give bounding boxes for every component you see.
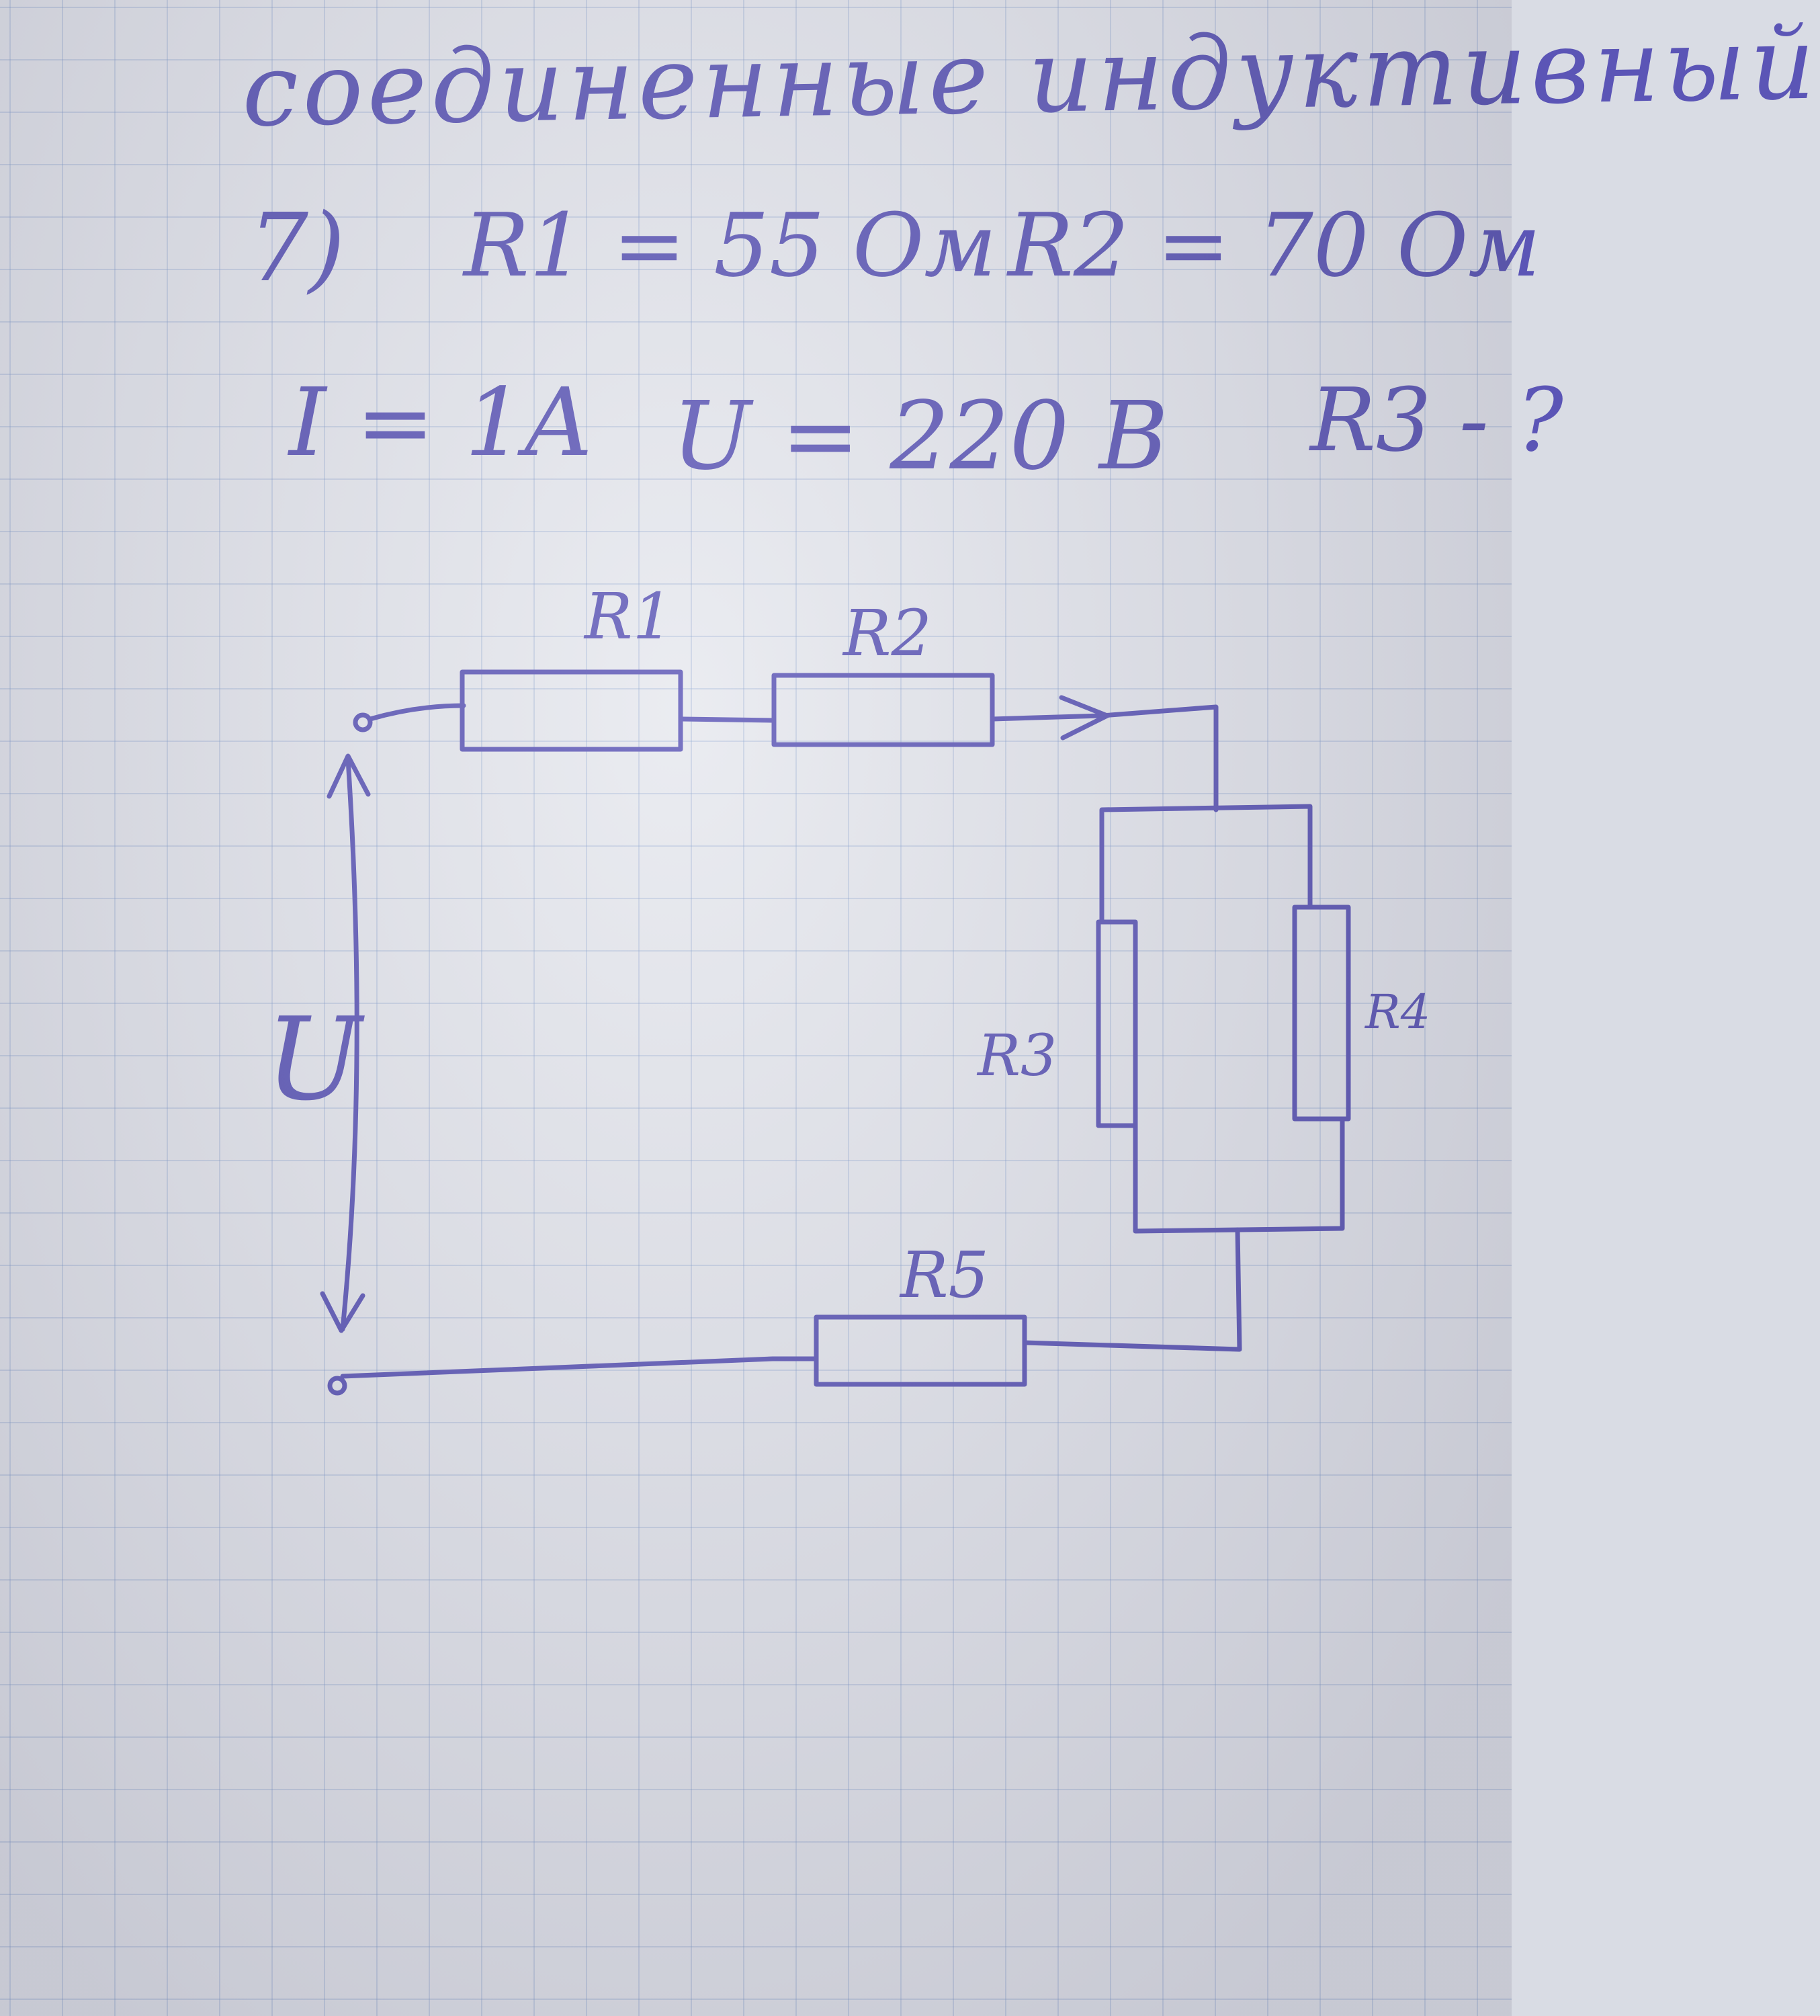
wire-r1-r2 [678,716,775,723]
given-r1: R1 = 55 Ом [464,194,997,296]
voltage-arrow-head-top [327,753,371,799]
current-arrow [1059,695,1110,741]
wire-terminal-r1 [367,703,466,722]
label-r1: R1 [583,580,673,654]
label-r5: R5 [899,1238,989,1312]
problem-number: 7) [249,194,345,303]
given-voltage: U = 220 В [672,382,1168,491]
terminal-bottom [327,1376,347,1396]
wire-parallel-top [1099,804,1313,925]
voltage-arrow-line [340,757,359,1332]
circuit-diagram: R1 R2 R3 R4 R5 U [265,580,1430,1396]
resistor-r5 [814,1314,1027,1387]
unknown-r3: R3 - ? [1310,369,1563,471]
given-r2: R2 = 70 Ом [1008,194,1541,296]
notebook-page [0,0,1512,2016]
given-current: I = 1A [289,368,593,478]
resistor-r3 [1096,919,1138,1128]
wire-node-r5 [1022,1227,1242,1352]
resistor-r1 [460,669,683,752]
voltage-arrow-head-bottom [320,1291,365,1333]
label-u: U [265,993,365,1126]
label-r4: R4 [1364,984,1430,1040]
wire-r5-terminal [340,1356,819,1379]
wire-parallel-bottom [1133,1116,1345,1234]
resistor-r2 [771,673,995,747]
wire-r2-node [990,704,1219,812]
label-r2: R2 [842,597,932,671]
terminal-top [353,712,373,732]
resistor-r4 [1292,905,1351,1122]
label-r3: R3 [976,1023,1057,1089]
